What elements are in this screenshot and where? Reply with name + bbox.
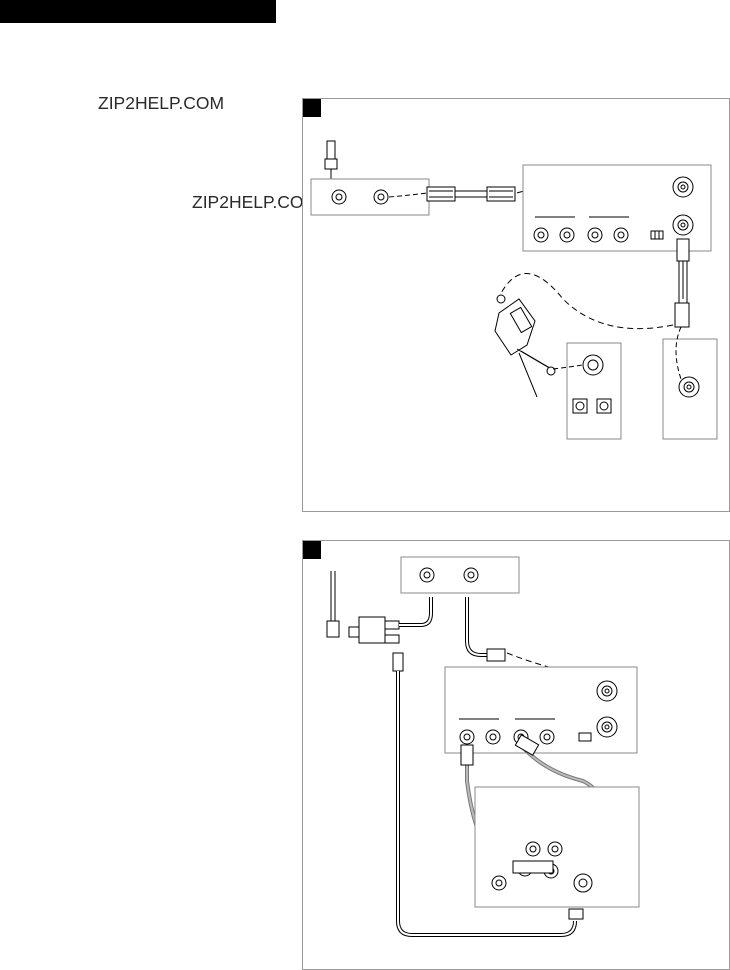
coax-cable-vertical	[674, 238, 690, 328]
antenna-lead	[326, 571, 340, 638]
header-bar	[0, 0, 276, 23]
splitter	[348, 616, 400, 644]
coax-cable	[426, 186, 516, 202]
wall-plate-left	[566, 342, 622, 440]
device-terminals	[400, 556, 520, 594]
diagram-1-drawing	[310, 140, 718, 440]
watermark: ZIP2HELP.COM	[192, 192, 319, 212]
diagram-2-drawing	[326, 556, 640, 937]
wall-plate-right	[662, 338, 718, 440]
splitter-adapter	[494, 294, 556, 398]
watermark: ZIP2HELP.COM	[98, 93, 225, 113]
long-coax-cable	[392, 652, 584, 937]
connection-diagram-1	[302, 98, 730, 512]
device-bottom-panel	[474, 786, 640, 908]
panel-marker	[303, 99, 321, 117]
connection-diagram-2	[302, 540, 730, 970]
panel-marker	[303, 541, 321, 559]
antenna-plug-icon	[324, 140, 338, 179]
antenna-plate	[310, 178, 430, 216]
device-rear-panel	[444, 666, 638, 754]
device-rear-panel	[522, 164, 712, 252]
